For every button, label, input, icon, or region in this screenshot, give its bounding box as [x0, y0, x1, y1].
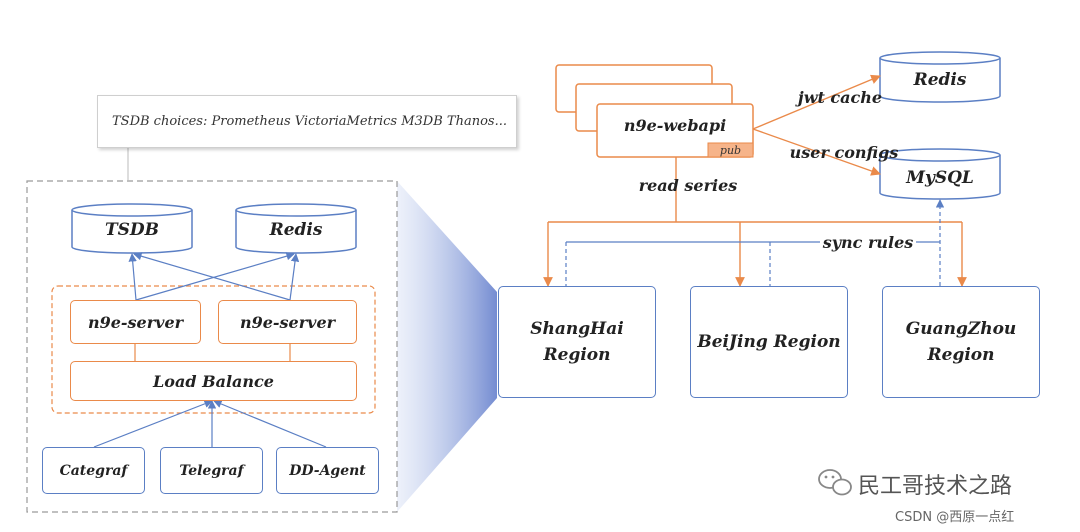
- guangzhou-region-box: GuangZhou Region: [882, 286, 1040, 398]
- right-redis-cylinder-shape: [879, 51, 1001, 103]
- wechat-logo: [818, 469, 852, 496]
- cluster-enclosure: [26, 180, 398, 513]
- server-2-label: n9e-server: [239, 312, 336, 332]
- server-1-label: n9e-server: [87, 312, 184, 332]
- tsdb-choices-note: TSDB choices: Prometheus VictoriaMetrics…: [97, 95, 517, 148]
- guangzhou-line2: Region: [927, 345, 995, 365]
- beijing-region-box: BeiJing Region: [690, 286, 848, 398]
- right-redis-cylinder: Redis: [880, 64, 1000, 96]
- shanghai-line1: ShangHai: [530, 319, 624, 339]
- load-balance-label: Load Balance: [153, 371, 274, 391]
- pub-tag-bg: [707, 142, 754, 158]
- pub-tag: pub: [708, 143, 753, 157]
- read-series-label: read series: [638, 175, 738, 195]
- mysql-cylinder-shape: [879, 148, 1001, 200]
- user-configs-label: user configs: [789, 142, 899, 162]
- jwt-cache-label: jwt cache: [797, 87, 883, 107]
- guangzhou-line1: GuangZhou: [905, 319, 1017, 339]
- note-text: TSDB choices: Prometheus VictoriaMetrics…: [112, 114, 507, 129]
- redis-cylinder: Redis: [236, 214, 356, 246]
- webapi-label: n9e-webapi: [623, 116, 727, 135]
- telegraf-label: Telegraf: [179, 462, 244, 479]
- tsdb-cylinder-shape: [71, 203, 193, 254]
- redis-cylinder-shape: [235, 203, 357, 254]
- zoom-wedge: [397, 181, 497, 512]
- watermark-brand: 民工哥技术之路: [858, 474, 1013, 499]
- server-group: [51, 285, 376, 414]
- mysql-cylinder: MySQL: [880, 162, 1000, 194]
- right-redis-label: Redis: [913, 70, 967, 90]
- shanghai-region-box: ShangHai Region: [498, 286, 656, 398]
- n9e-server-box-2: n9e-server: [218, 300, 357, 344]
- beijing-line1: BeiJing Region: [697, 332, 841, 352]
- n9e-server-box-1: n9e-server: [70, 300, 201, 344]
- n9e-webapi-box: n9e-webapi: [597, 108, 753, 143]
- mysql-label: MySQL: [906, 168, 974, 188]
- pub-label: pub: [719, 143, 742, 157]
- categraf-label: Categraf: [59, 462, 128, 479]
- telegraf-box: Telegraf: [160, 447, 263, 494]
- redis-label: Redis: [269, 220, 323, 240]
- tsdb-cylinder: TSDB: [72, 214, 192, 246]
- sync-rules-label: sync rules: [820, 230, 916, 254]
- load-balance-box: Load Balance: [70, 361, 357, 401]
- dd-agent-label: DD-Agent: [289, 462, 366, 479]
- dd-agent-box: DD-Agent: [276, 447, 379, 494]
- tsdb-label: TSDB: [104, 220, 160, 240]
- shanghai-line2: Region: [543, 345, 611, 365]
- watermark-source: CSDN @西原一点红: [895, 510, 1015, 525]
- categraf-box: Categraf: [42, 447, 145, 494]
